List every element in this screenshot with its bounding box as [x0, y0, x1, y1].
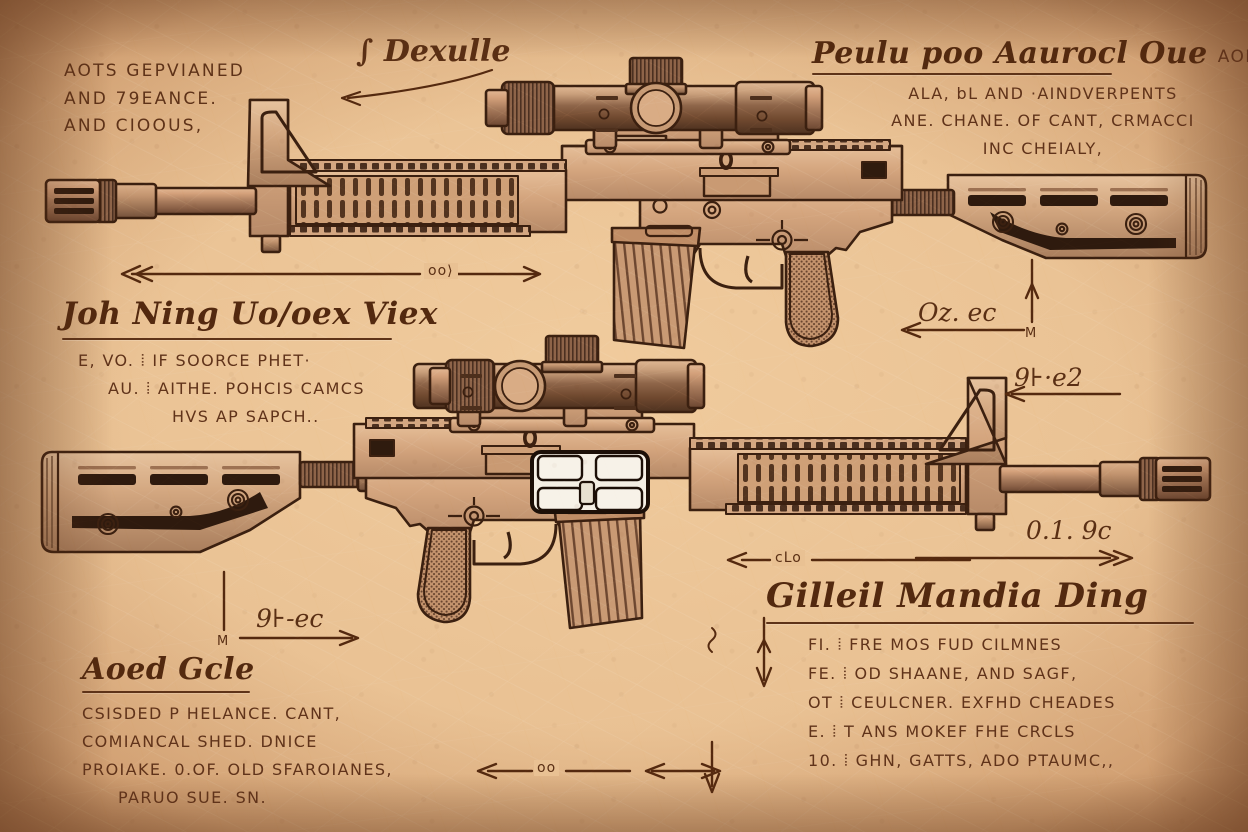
dim-label-upper-right-drop: Oz. ec [918, 298, 997, 327]
note-top-right-line-1: ALA, bL AND ·AINDVERPENTS [908, 84, 1178, 103]
dim-label-lower-left-span: 9⊦-ec [256, 604, 324, 633]
note-mid-left-line-2: AU. ⦙ AITHE. POHCIS CAMCS [108, 378, 365, 398]
dim-label-lower-right-muzzle: 0.1. 9c [1026, 516, 1112, 545]
note-top-left-line-1: AOTS GEPVIANED [64, 61, 246, 81]
note-bottom-left-line-2: COMIANCAL SHED. DNICE [82, 731, 318, 751]
note-bottom-right-line-2: FE. ⦙ OD SHAANE, AND SAGF, [808, 663, 1078, 683]
note-bottom-right-underline [766, 622, 1194, 624]
note-top-left-line-3: AND CIOOUS, [64, 116, 204, 137]
note-bottom-right: Gilleil Mandia Ding FI. ⦙ FRE MOS FUD CI… [766, 576, 1194, 774]
dim-label-lower-mid-callout: cLo [772, 550, 805, 566]
note-mid-left: Joh Ning Uo/oex Viex E, VO. ⦙ IF SOORCE … [62, 296, 438, 430]
note-bottom-left-underline [82, 691, 250, 693]
callout-arrow-to-optic [340, 68, 494, 107]
note-bottom-right-line-3: OT ⦙ CEULCNER. EXFHD CHEADES [808, 692, 1116, 712]
note-bottom-left-line-1: CSISDED P HELANCE. CANT, [82, 704, 342, 723]
note-top-right-heading: Peulu poo Aaurocl Oue [812, 36, 1208, 71]
note-bottom-left-line-4: PARUO SUE. SN. [118, 787, 268, 807]
dim-lower-right-muzzle [914, 549, 1134, 567]
note-mid-left-line-3: HVS AP SAPCH.. [172, 406, 320, 426]
optic-upper [484, 56, 824, 156]
note-bottom-right-line-1: FI. ⦙ FRE MOS FUD CILMNES [808, 635, 1063, 654]
dim-bottom-vertical [703, 740, 721, 794]
note-top-right-line-3: INC CHEIALY, [982, 138, 1104, 158]
dim-bottom-span [476, 762, 722, 780]
note-mid-left-line-1: E, VO. ⦙ IF SOORCE PHET· [78, 351, 312, 370]
note-bottom-right-line-4: E. ⦙ T ANS MOKEF FHE CRCLS [808, 721, 1076, 741]
dim-label-upper-left-span: oo⟩ [424, 263, 458, 279]
rifle-upper [44, 56, 1208, 350]
note-top-right: Peulu poo Aaurocl Oue AOND ALA, bL AND ·… [812, 36, 1248, 161]
note-bottom-right-heading: Gilleil Mandia Ding [766, 576, 1149, 616]
dim-label-upper-right-low: 9⊦·e2 [1014, 363, 1083, 392]
dim-marker-lower-left: M [217, 634, 229, 649]
note-top-left: AOTS GEPVIANED AND 79EANCE. AND CIOOUS, [64, 58, 245, 141]
note-bottom-left-heading: Aoed Gcle [82, 652, 255, 687]
note-top-right-underline [812, 73, 1112, 75]
note-bottom-left-line-3: PROIAKE. 0.OF. OLD SFAROIANES, [82, 759, 393, 779]
optic-lower [412, 334, 706, 434]
note-mid-left-underline [62, 338, 392, 340]
note-top-right-heading-suffix: AOND [1217, 47, 1248, 67]
note-mid-left-heading: Joh Ning Uo/oex Viex [62, 296, 438, 332]
note-bottom-left: Aoed Gcle CSISDED P HELANCE. CANT, COMIA… [82, 652, 393, 811]
dim-lower-mid-callout [726, 551, 972, 569]
highlight-panel [530, 450, 650, 514]
dim-label-bottom-span: oo [534, 760, 560, 776]
rifle-lower [40, 334, 1212, 630]
note-bottom-right-line-5: 10. ⦙ GHN, GATTS, ADO PTAUMC,, [808, 750, 1115, 770]
dim-marker-upper-right: M [1025, 326, 1037, 341]
callout-label-top: ∫ Dexulle [356, 34, 511, 69]
note-top-left-line-2: AND 79EANCE. [64, 88, 218, 109]
note-top-right-line-2: ANE. CHANE. OF CANT, CRMACCI [891, 111, 1195, 131]
dim-upper-left-span [120, 264, 542, 284]
